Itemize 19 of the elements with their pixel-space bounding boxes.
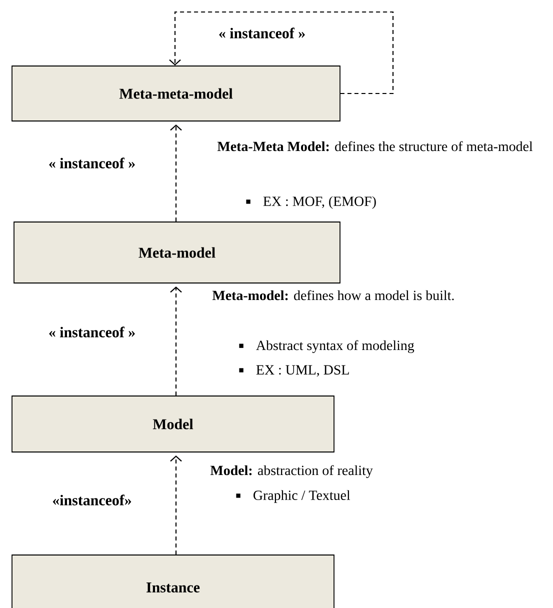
edge-label: «instanceof» [51,494,133,506]
model-box: Instance [12,554,334,608]
edge-label: « instanceof » [47,326,137,338]
dashed-arrow [169,11,394,94]
dashed-arrow [170,286,182,396]
dashed-arrow [170,124,182,222]
model-box: Model [12,396,334,452]
bullet-item: Graphic / Textuel [236,490,350,503]
description-text: Meta-model: defines how a model is built. [212,290,454,300]
edge-label: « instanceof » [47,156,137,170]
dashed-arrow [170,455,182,555]
model-box: Meta-model [14,222,340,284]
bullet-item: Abstract syntax of modeling [239,340,414,354]
bullet-item: EX : UML, DSL [239,365,349,377]
description-text: Model: abstraction of reality [210,465,373,478]
model-box: Meta-meta-model [12,66,340,122]
edge-label: « instanceof » [217,26,307,40]
description-text: Meta-Meta Model: defines the structure of meta-model [217,141,533,152]
bullet-item: EX : MOF, (EMOF) [246,196,376,209]
